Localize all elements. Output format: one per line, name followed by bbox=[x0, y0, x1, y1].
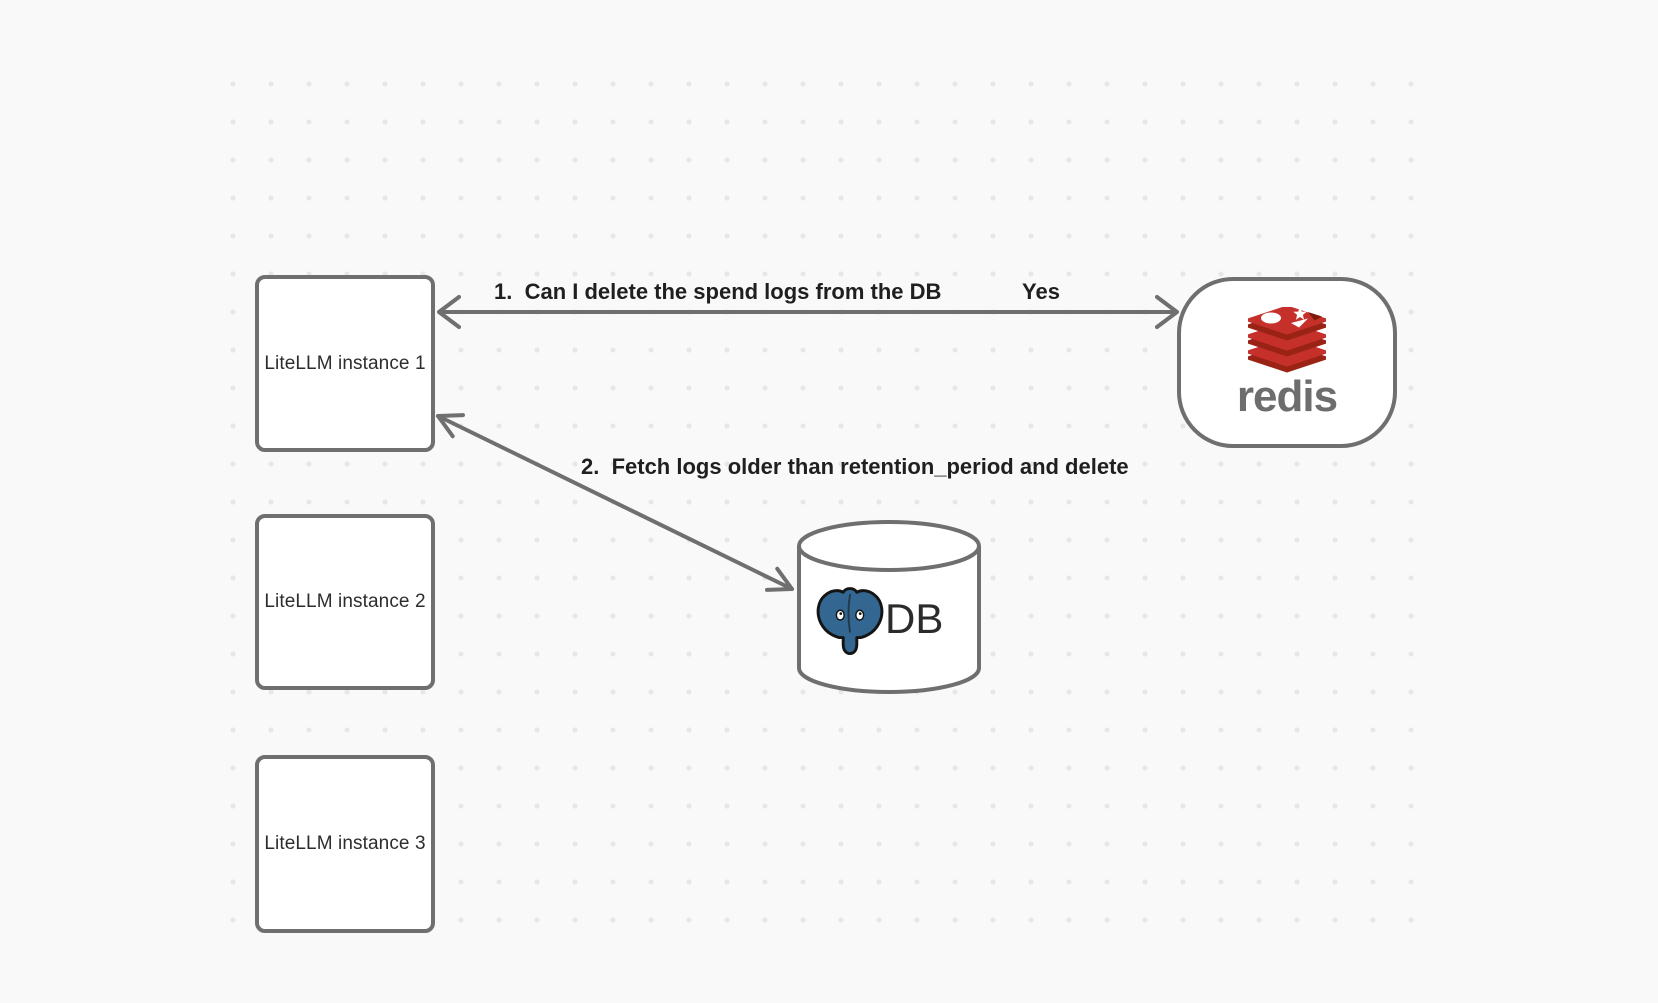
litellm-instance-1-label: LiteLLM instance 1 bbox=[264, 352, 426, 374]
cylinder-shape-icon bbox=[797, 520, 981, 694]
litellm-instance-2-label: LiteLLM instance 2 bbox=[264, 591, 426, 612]
litellm-instance-2-node[interactable]: LiteLLM instance 2 bbox=[255, 514, 435, 690]
edge-1-response-label[interactable]: Yes bbox=[1022, 279, 1060, 304]
redis-stack-icon bbox=[1248, 306, 1326, 372]
edge-1-label[interactable]: 1. Can I delete the spend logs from the … bbox=[494, 279, 942, 304]
redis-wordmark: redis bbox=[1236, 371, 1338, 421]
db-label: DB bbox=[885, 595, 944, 642]
redis-query-arrow[interactable] bbox=[437, 295, 1179, 329]
litellm-instance-1-node[interactable]: LiteLLM instance 1 bbox=[255, 275, 435, 452]
litellm-instance-3-label: LiteLLM instance 3 bbox=[264, 833, 426, 854]
edge-2-label[interactable]: 2. Fetch logs older than retention_perio… bbox=[581, 454, 1129, 479]
redis-node[interactable]: redis bbox=[1177, 277, 1397, 448]
postgresql-elephant-icon bbox=[816, 587, 884, 656]
litellm-instance-3-node[interactable]: LiteLLM instance 3 bbox=[255, 755, 435, 933]
db-cylinder[interactable]: DB bbox=[797, 518, 981, 696]
db-fetch-arrow[interactable] bbox=[436, 413, 794, 592]
